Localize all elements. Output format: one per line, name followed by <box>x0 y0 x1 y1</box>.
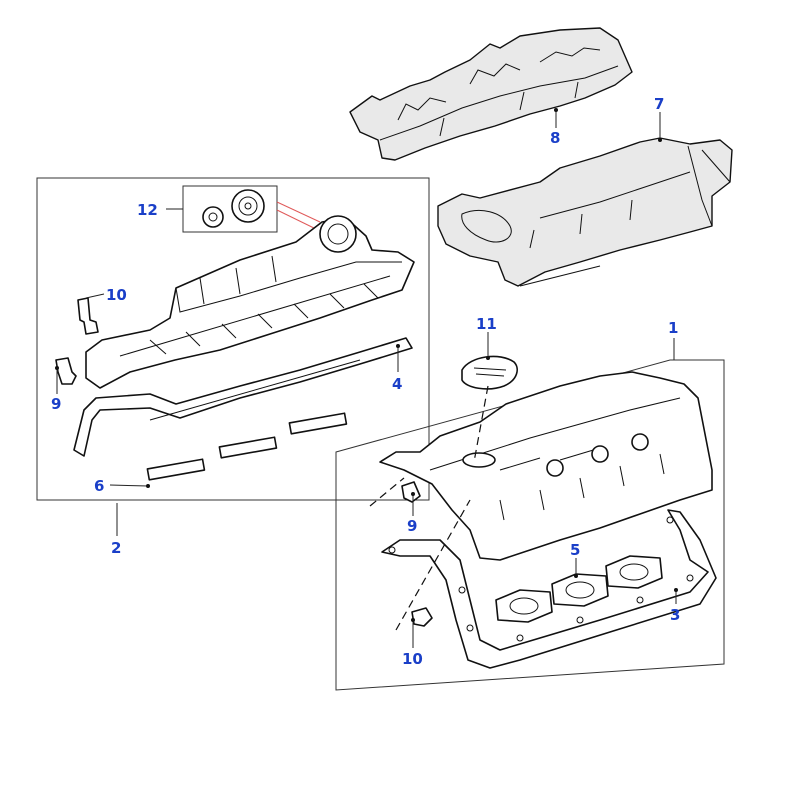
frame-assembly-2 <box>36 177 430 501</box>
bolt-part-10-right <box>411 607 433 627</box>
callout-9-right: 9 <box>407 517 417 535</box>
callout-4: 4 <box>392 375 402 393</box>
callouts: 1 2 3 4 5 6 7 8 9 9 10 10 11 12 <box>51 95 680 668</box>
assembly-line-bolt-10 <box>395 499 471 631</box>
callout-7: 7 <box>654 95 664 113</box>
seals-part-6 <box>146 412 348 481</box>
bolt-part-10-left <box>77 297 99 335</box>
callout-12: 12 <box>137 201 158 219</box>
detail-pointer-lines <box>276 201 321 231</box>
camshaft-cover-left <box>85 215 415 389</box>
callout-10-left: 10 <box>106 286 127 304</box>
assembly-line-bolt-9 <box>369 477 405 507</box>
callout-11: 11 <box>476 315 497 333</box>
leader-lines <box>56 110 677 648</box>
callout-1: 1 <box>668 319 678 337</box>
callout-6: 6 <box>94 477 104 495</box>
heat-shield-part-8 <box>349 27 633 161</box>
seals-part-5 <box>495 555 663 623</box>
oil-cap-detail-part-12 <box>202 189 265 228</box>
callout-9-left: 9 <box>51 395 61 413</box>
bolt-part-9-right <box>401 481 421 503</box>
callout-3: 3 <box>670 606 680 624</box>
callout-10-right: 10 <box>402 650 423 668</box>
leader-end-dots <box>55 108 678 622</box>
callout-5: 5 <box>570 541 580 559</box>
gasket-right-part-3 <box>381 509 717 669</box>
gasket-left-part-4 <box>73 337 413 457</box>
callout-2: 2 <box>111 539 121 557</box>
bolt-part-9-left <box>55 357 77 385</box>
callout-8: 8 <box>550 129 560 147</box>
engine-cover-part-7 <box>437 137 733 287</box>
camshaft-cover-right <box>379 371 713 561</box>
